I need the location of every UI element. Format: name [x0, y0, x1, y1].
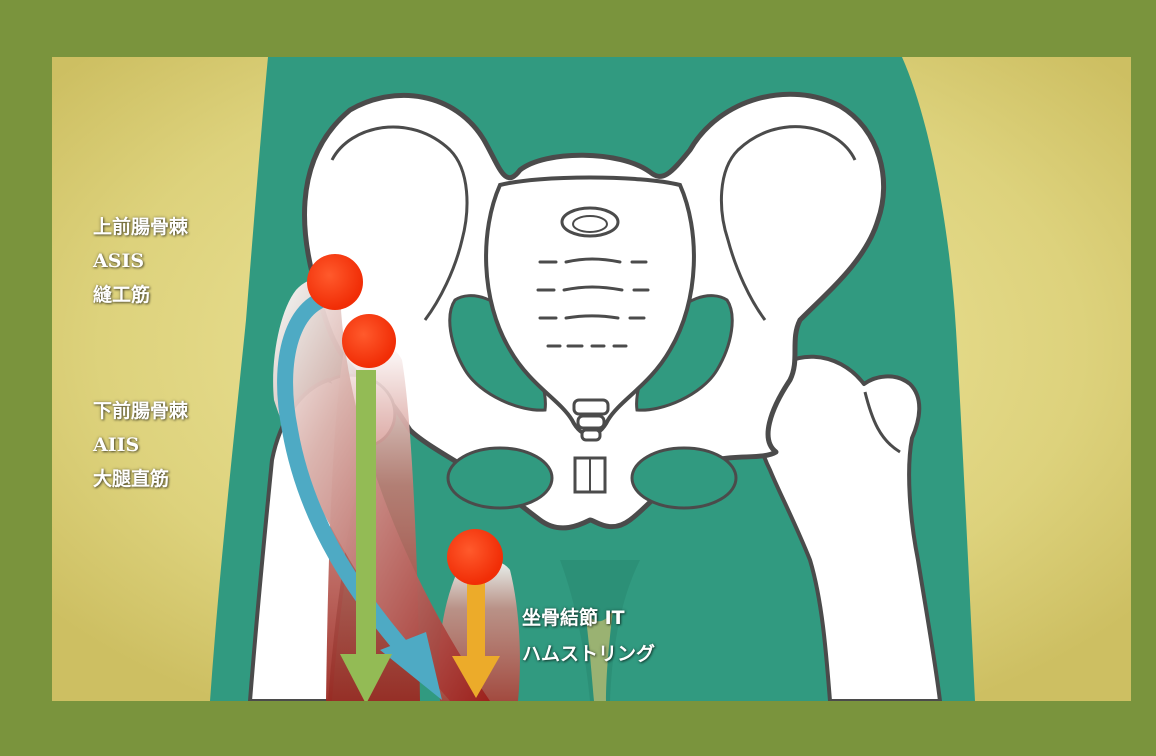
- it-label: 坐骨結節 IT ハムストリング: [522, 600, 655, 672]
- obturator-right: [632, 448, 736, 508]
- it-label-jp: 坐骨結節 IT: [522, 600, 655, 636]
- it-marker: [447, 529, 503, 585]
- obturator-left: [448, 448, 552, 508]
- hamstring-arrow-shaft: [467, 580, 485, 658]
- asis-marker: [307, 254, 363, 310]
- aiis-label-muscle: 大腿直筋: [93, 462, 188, 496]
- aiis-label: 下前腸骨棘 AIIS 大腿直筋: [93, 394, 188, 496]
- asis-label: 上前腸骨棘 ASIS 縫工筋: [93, 210, 188, 312]
- aiis-marker: [342, 314, 396, 368]
- it-label-muscle: ハムストリング: [522, 636, 655, 672]
- aiis-label-en: AIIS: [93, 428, 188, 462]
- asis-label-jp: 上前腸骨棘: [93, 210, 188, 244]
- asis-label-en: ASIS: [93, 244, 188, 278]
- rectus-arrow-shaft: [356, 370, 376, 658]
- asis-label-muscle: 縫工筋: [93, 278, 188, 312]
- aiis-label-jp: 下前腸骨棘: [93, 394, 188, 428]
